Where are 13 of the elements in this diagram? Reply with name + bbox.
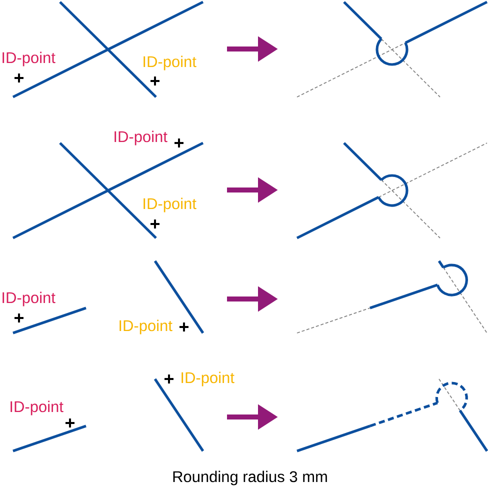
point-label: ID-point xyxy=(120,320,172,334)
point-label: ID-point xyxy=(2,292,56,306)
point-label: ID-point xyxy=(182,372,234,386)
point-label: ID-point xyxy=(10,400,64,416)
caption: Rounding radius 3 mm xyxy=(173,470,327,486)
point-label: ID-point xyxy=(114,130,168,146)
line-drawing xyxy=(296,0,488,98)
line-drawing xyxy=(296,260,488,334)
point-label: ID-point xyxy=(144,56,196,70)
line-drawing xyxy=(296,378,488,452)
point-label: ID-point xyxy=(2,52,56,66)
point-label: ID-point xyxy=(144,198,196,212)
line-drawing xyxy=(296,142,488,240)
